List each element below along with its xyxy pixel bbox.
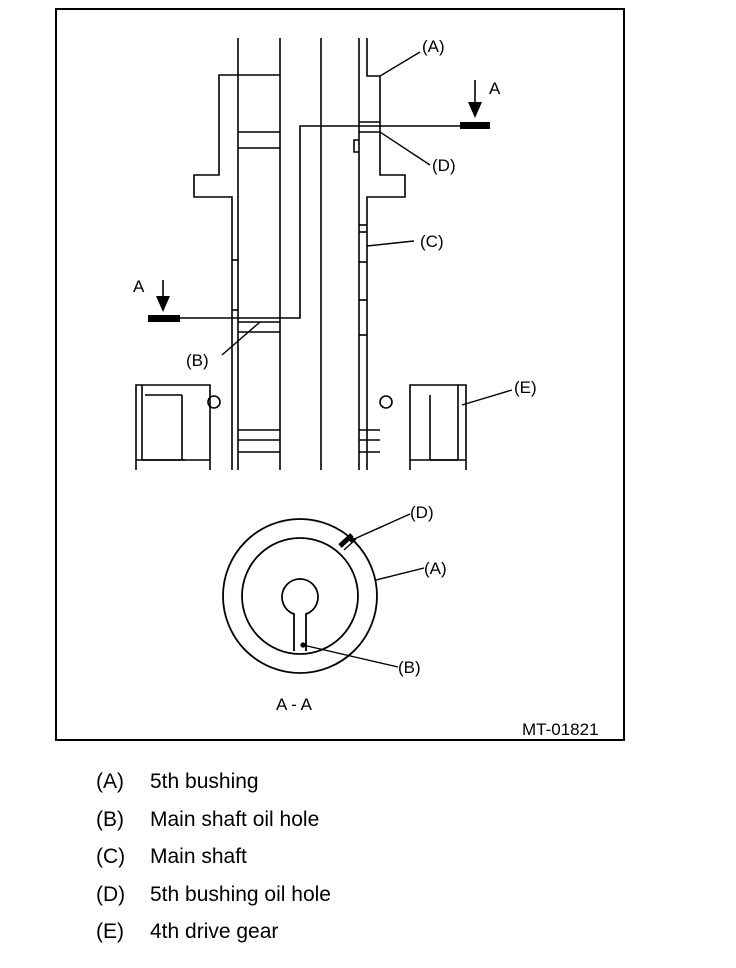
legend-key: (D) (96, 882, 126, 906)
callout-leaders (221, 51, 513, 406)
callout-label-a-section: (A) (424, 559, 447, 578)
section-marker-top: A (460, 79, 501, 129)
callout-label-d: (D) (432, 156, 456, 175)
section-marker-label: A (133, 277, 145, 296)
legend-text: 4th drive gear (150, 920, 279, 943)
legend-key: (B) (96, 807, 124, 831)
legend-text: Main shaft oil hole (150, 807, 320, 831)
legend-text: 5th bushing oil hole (150, 882, 331, 906)
legend-text: 5th bushing (150, 770, 259, 793)
callout-label-a: (A) (422, 37, 445, 56)
callout-label-e: (E) (514, 378, 537, 397)
callout-label-c: (C) (420, 232, 444, 251)
legend-key: (E) (96, 920, 124, 943)
legend-key: (C) (96, 845, 126, 868)
legend-item: (B) Main shaft oil hole (96, 804, 331, 842)
legend-item: (E) 4th drive gear (96, 916, 331, 954)
oil-hole-d-dot (349, 537, 355, 543)
section-marker-label: A (489, 79, 501, 98)
legend-item: (C) Main shaft (96, 841, 331, 879)
section-caption: A - A (276, 695, 313, 714)
callout-label-b: (B) (186, 351, 209, 370)
legend-item: (D) 5th bushing oil hole (96, 879, 331, 917)
figure-frame (55, 8, 625, 741)
legend-item: (A) 5th bushing (96, 766, 331, 804)
callout-label-d-section: (D) (410, 503, 434, 522)
section-view-a-a (222, 513, 425, 674)
legend-text: Main shaft (150, 845, 247, 868)
oil-hole-b-dot (300, 642, 306, 648)
callout-label-b-section: (B) (398, 658, 421, 677)
shaft-assembly-drawing (135, 38, 467, 470)
legend-list: (A) 5th bushing (B) Main shaft oil hole (C… (96, 766, 331, 954)
figure-reference-code: MT-01821 (522, 720, 599, 739)
legend-key: (A) (96, 770, 124, 793)
section-marker-left: A (133, 277, 180, 322)
